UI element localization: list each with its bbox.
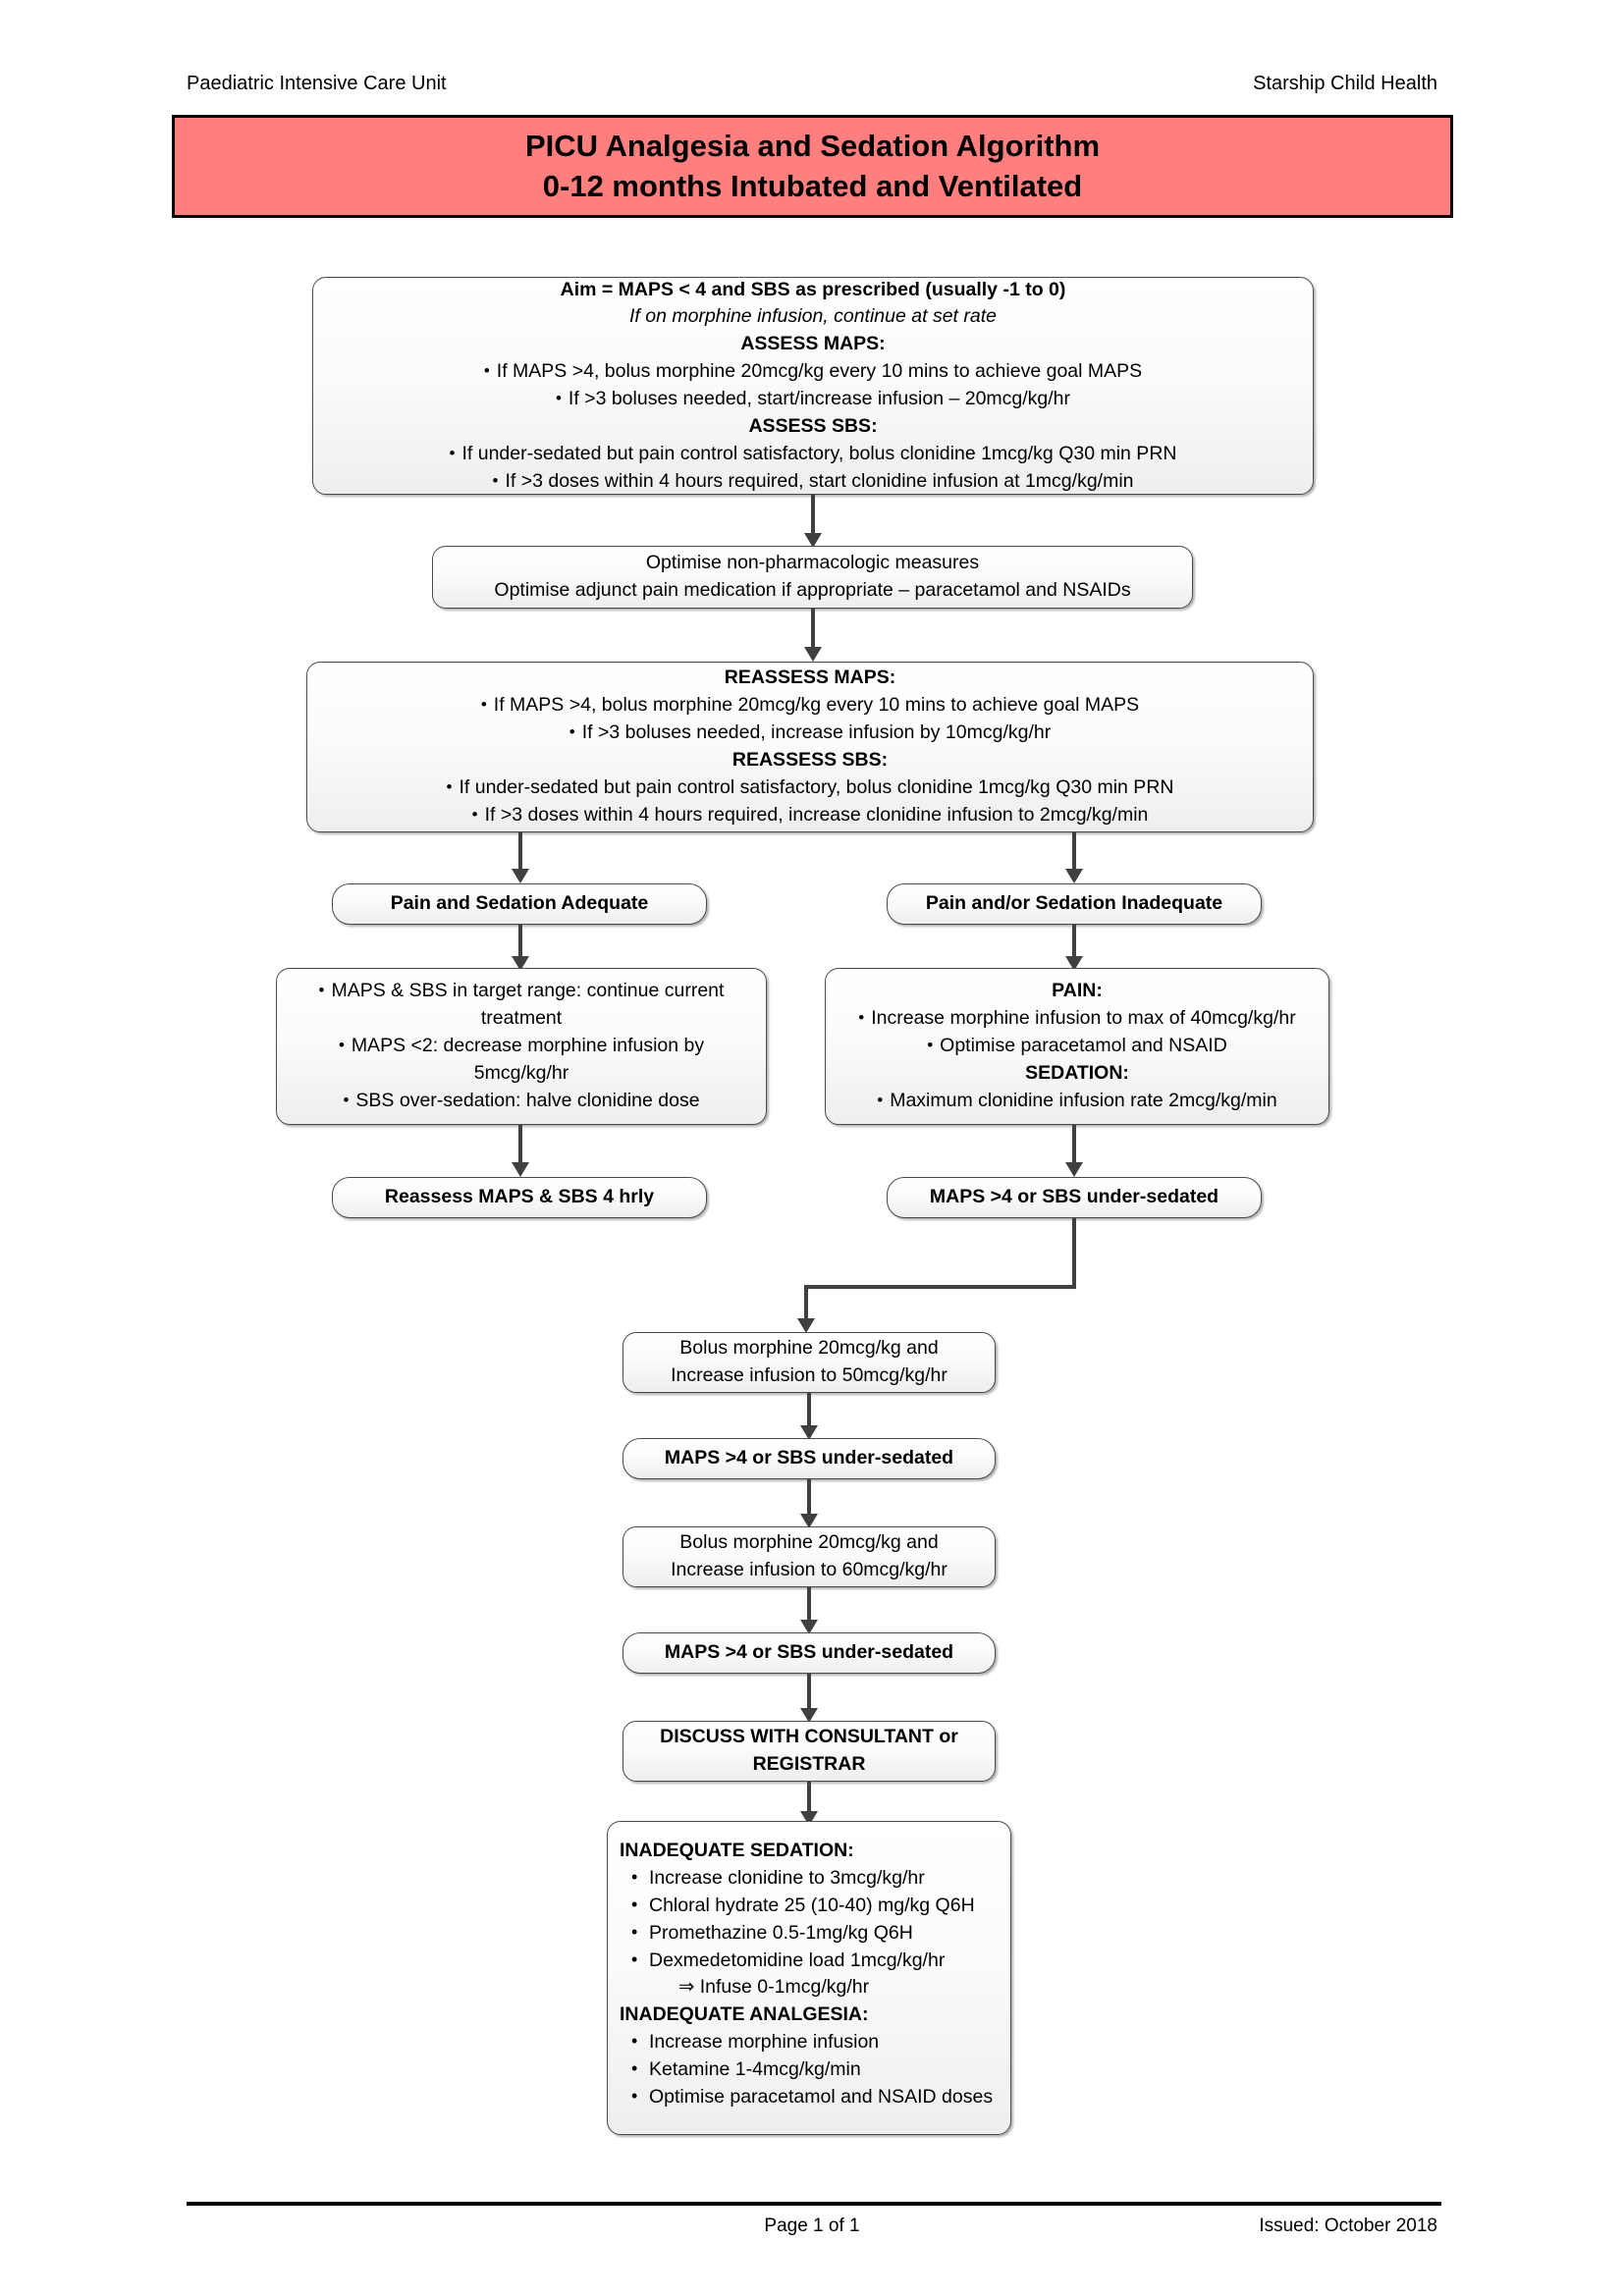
assess-maps-heading: ASSESS MAPS: bbox=[740, 333, 886, 355]
reassess-sbs-heading: REASSESS SBS: bbox=[731, 749, 889, 771]
elbow-down-to-bolus50 bbox=[804, 1285, 808, 1322]
connector-adequate-to-detail bbox=[518, 925, 522, 962]
node-final-inadequate-options: INADEQUATE SEDATION: Increase clonidine … bbox=[607, 1821, 1011, 2135]
undersedated-1-label: MAPS >4 or SBS under-sedated bbox=[929, 1186, 1219, 1208]
node-pain-sedation-inadequate: Pain and/or Sedation Inadequate bbox=[887, 883, 1262, 925]
final-sedation-b4: Dexmedetomidine load 1mcg/kg/hr bbox=[620, 1948, 999, 1975]
adequate-b1: MAPS & SBS in target range: continue cur… bbox=[289, 978, 754, 1033]
arrowhead-adequate-to-detail bbox=[512, 956, 529, 971]
arrowhead-optimise-to-reassess bbox=[804, 647, 822, 662]
elbow-down-from-undersedated1 bbox=[1072, 1218, 1076, 1288]
header-right-text: Starship Child Health bbox=[1253, 73, 1437, 94]
connector-adequate-detail-to-reassess4hrly bbox=[518, 1125, 522, 1166]
arrowhead-inadequate-detail-to-undersedated1 bbox=[1065, 1162, 1083, 1177]
adequate-label: Pain and Sedation Adequate bbox=[390, 892, 649, 915]
optimise-line2: Optimise adjunct pain medication if appr… bbox=[494, 579, 1131, 601]
arrowhead-adequate-detail-to-reassess4hrly bbox=[512, 1162, 529, 1177]
assess-maps-b2: If >3 boluses needed, start/increase inf… bbox=[325, 386, 1301, 413]
final-analgesia-b3: Optimise paracetamol and NSAID doses bbox=[620, 2084, 999, 2111]
inadequate-label: Pain and/or Sedation Inadequate bbox=[925, 892, 1223, 915]
reassess-maps-b1: If MAPS >4, bolus morphine 20mcg/kg ever… bbox=[319, 692, 1301, 720]
connector-bolus50-to-undersedated2 bbox=[807, 1393, 811, 1429]
assess-maps-b1: If MAPS >4, bolus morphine 20mcg/kg ever… bbox=[325, 358, 1301, 386]
arrowhead-reassess-to-adequate bbox=[512, 869, 529, 883]
node-bolus-morphine-50: Bolus morphine 20mcg/kg and Increase inf… bbox=[623, 1332, 996, 1393]
reassess-4hrly-label: Reassess MAPS & SBS 4 hrly bbox=[384, 1186, 655, 1208]
inadequate-sedation-b1: Maximum clonidine infusion rate 2mcg/kg/… bbox=[838, 1088, 1317, 1115]
adequate-b2: MAPS <2: decrease morphine infusion by 5… bbox=[289, 1033, 754, 1088]
adequate-b3: SBS over-sedation: halve clonidine dose bbox=[289, 1088, 754, 1115]
assess-sbs-b2: If >3 doses within 4 hours required, sta… bbox=[325, 468, 1301, 496]
connector-reassess-to-inadequate bbox=[1072, 832, 1076, 876]
final-sedation-b4-sub: ⇒ Infuse 0-1mcg/kg/hr bbox=[678, 1976, 870, 1999]
undersedated-2-label: MAPS >4 or SBS under-sedated bbox=[664, 1447, 954, 1469]
connector-undersedated2-to-bolus60 bbox=[807, 1479, 811, 1517]
bolus50-line1: Bolus morphine 20mcg/kg and bbox=[679, 1337, 939, 1360]
arrowhead-assess-to-optimise bbox=[804, 533, 822, 548]
node-assess: Aim = MAPS < 4 and SBS as prescribed (us… bbox=[312, 277, 1314, 495]
assess-aim: Aim = MAPS < 4 and SBS as prescribed (us… bbox=[560, 278, 1066, 300]
connector-bolus60-to-undersedated3 bbox=[807, 1587, 811, 1624]
connector-assess-to-optimise bbox=[811, 495, 815, 540]
arrowhead-undersedated2-to-bolus60 bbox=[800, 1514, 818, 1528]
node-inadequate-detail: PAIN: Increase morphine infusion to max … bbox=[825, 968, 1329, 1125]
assess-sbs-b1: If under-sedated but pain control satisf… bbox=[325, 441, 1301, 468]
bolus50-line2: Increase infusion to 50mcg/kg/hr bbox=[671, 1364, 947, 1386]
connector-optimise-to-reassess bbox=[811, 609, 815, 654]
footer-page-number: Page 1 of 1 bbox=[764, 2216, 860, 2236]
connector-inadequate-detail-to-undersedated1 bbox=[1072, 1125, 1076, 1166]
node-reassess-4hrly: Reassess MAPS & SBS 4 hrly bbox=[332, 1177, 707, 1218]
inadequate-pain-heading: PAIN: bbox=[1052, 980, 1103, 1002]
arrowhead-inadequate-to-detail bbox=[1065, 956, 1083, 971]
banner-title-line2: 0-12 months Intubated and Ventilated bbox=[542, 168, 1083, 203]
node-undersedated-1: MAPS >4 or SBS under-sedated bbox=[887, 1177, 1262, 1218]
arrowhead-reassess-to-inadequate bbox=[1065, 869, 1083, 883]
final-sedation-b2: Chloral hydrate 25 (10-40) mg/kg Q6H bbox=[620, 1893, 999, 1920]
final-analgesia-heading: INADEQUATE ANALGESIA: bbox=[620, 2003, 869, 2026]
connector-reassess-to-adequate bbox=[518, 832, 522, 876]
optimise-line1: Optimise non-pharmacologic measures bbox=[645, 552, 980, 574]
reassess-maps-heading: REASSESS MAPS: bbox=[724, 667, 896, 689]
elbow-horizontal-to-centre bbox=[804, 1285, 1076, 1289]
footer-issued-date: Issued: October 2018 bbox=[1259, 2216, 1437, 2236]
connector-discuss-to-final bbox=[807, 1782, 811, 1814]
reassess-sbs-b1: If under-sedated but pain control satisf… bbox=[319, 774, 1301, 802]
reassess-sbs-b2: If >3 doses within 4 hours required, inc… bbox=[319, 802, 1301, 829]
node-undersedated-3: MAPS >4 or SBS under-sedated bbox=[623, 1632, 996, 1674]
node-bolus-morphine-60: Bolus morphine 20mcg/kg and Increase inf… bbox=[623, 1526, 996, 1587]
title-banner: PICU Analgesia and Sedation Algorithm 0-… bbox=[172, 115, 1453, 218]
assess-subtitle: If on morphine infusion, continue at set… bbox=[629, 305, 997, 328]
connector-inadequate-to-detail bbox=[1072, 925, 1076, 962]
header-left-text: Paediatric Intensive Care Unit bbox=[187, 73, 447, 94]
arrowhead-elbow-to-bolus50 bbox=[797, 1318, 815, 1333]
node-adequate-detail: MAPS & SBS in target range: continue cur… bbox=[276, 968, 767, 1125]
discuss-line1: DISCUSS WITH CONSULTANT or bbox=[660, 1726, 958, 1748]
banner-title-line1: PICU Analgesia and Sedation Algorithm bbox=[524, 129, 1101, 164]
node-pain-sedation-adequate: Pain and Sedation Adequate bbox=[332, 883, 707, 925]
undersedated-3-label: MAPS >4 or SBS under-sedated bbox=[664, 1641, 954, 1664]
final-sedation-b1: Increase clonidine to 3mcg/kg/hr bbox=[620, 1865, 999, 1893]
node-reassess: REASSESS MAPS: If MAPS >4, bolus morphin… bbox=[306, 662, 1314, 832]
reassess-maps-b2: If >3 boluses needed, increase infusion … bbox=[319, 720, 1301, 747]
footer-rule bbox=[187, 2202, 1441, 2206]
final-sedation-heading: INADEQUATE SEDATION: bbox=[620, 1840, 854, 1861]
inadequate-pain-b1: Increase morphine infusion to max of 40m… bbox=[838, 1005, 1317, 1033]
assess-sbs-heading: ASSESS SBS: bbox=[748, 414, 878, 437]
connector-undersedated3-to-discuss bbox=[807, 1674, 811, 1711]
discuss-line2: REGISTRAR bbox=[752, 1753, 866, 1775]
final-analgesia-b1: Increase morphine infusion bbox=[620, 2029, 999, 2056]
bolus60-line1: Bolus morphine 20mcg/kg and bbox=[679, 1531, 939, 1554]
final-sedation-b3: Promethazine 0.5-1mg/kg Q6H bbox=[620, 1920, 999, 1948]
arrowhead-undersedated3-to-discuss bbox=[800, 1708, 818, 1723]
node-optimise: Optimise non-pharmacologic measures Opti… bbox=[432, 546, 1193, 609]
final-analgesia-b2: Ketamine 1-4mcg/kg/min bbox=[620, 2056, 999, 2084]
inadequate-sedation-heading: SEDATION: bbox=[1025, 1061, 1129, 1084]
bolus60-line2: Increase infusion to 60mcg/kg/hr bbox=[671, 1559, 947, 1580]
node-undersedated-2: MAPS >4 or SBS under-sedated bbox=[623, 1438, 996, 1479]
node-discuss-consultant: DISCUSS WITH CONSULTANT or REGISTRAR bbox=[623, 1721, 996, 1782]
arrowhead-bolus60-to-undersedated3 bbox=[800, 1620, 818, 1634]
arrowhead-bolus50-to-undersedated2 bbox=[800, 1425, 818, 1440]
inadequate-pain-b2: Optimise paracetamol and NSAID bbox=[838, 1033, 1317, 1060]
